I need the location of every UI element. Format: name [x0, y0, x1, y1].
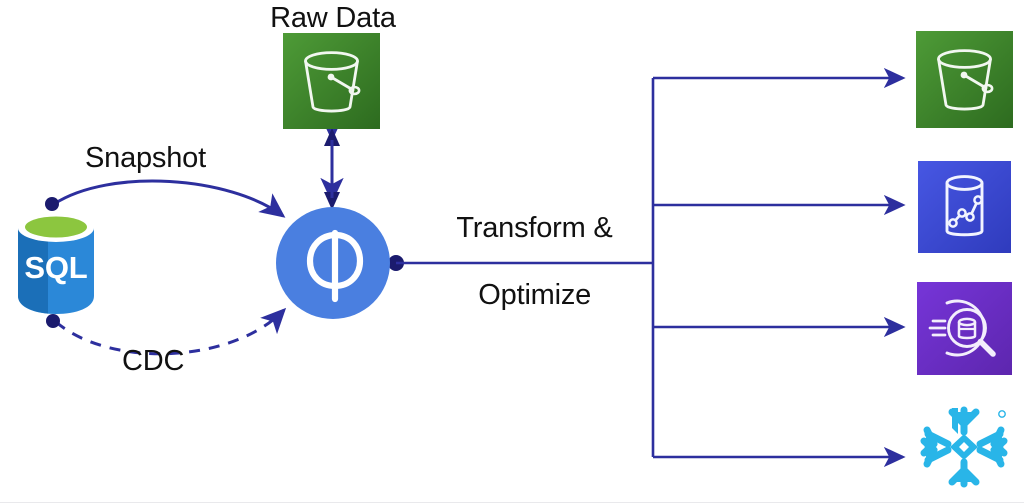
target-redshift[interactable]	[918, 161, 1011, 253]
cdc-label: CDC	[122, 345, 185, 377]
sql-label: SQL	[24, 250, 88, 285]
raw-data-label: Raw Data	[270, 2, 396, 34]
raw-data-connector	[320, 115, 344, 210]
s3-bucket-icon	[916, 31, 1013, 128]
snapshot-label: Snapshot	[85, 142, 206, 174]
phi-icon	[306, 229, 364, 303]
transform-line-2: Optimize	[478, 278, 592, 311]
athena-icon	[917, 282, 1012, 375]
sql-database[interactable]: SQL	[6, 196, 106, 318]
snowflake-icon	[920, 406, 1008, 488]
phi-processor[interactable]	[276, 207, 390, 319]
target-snowflake[interactable]	[914, 398, 1014, 496]
s3-raw-data-bucket[interactable]	[283, 33, 380, 129]
target-s3-bucket[interactable]	[916, 31, 1013, 128]
s3-bucket-icon	[283, 33, 380, 129]
sql-cylinder-icon	[18, 214, 94, 314]
transform-line-1: Transform &	[456, 211, 613, 244]
redshift-icon	[918, 161, 1011, 253]
target-athena[interactable]	[917, 282, 1012, 375]
transform-optimize-label: Transform & Optimize	[404, 178, 634, 346]
